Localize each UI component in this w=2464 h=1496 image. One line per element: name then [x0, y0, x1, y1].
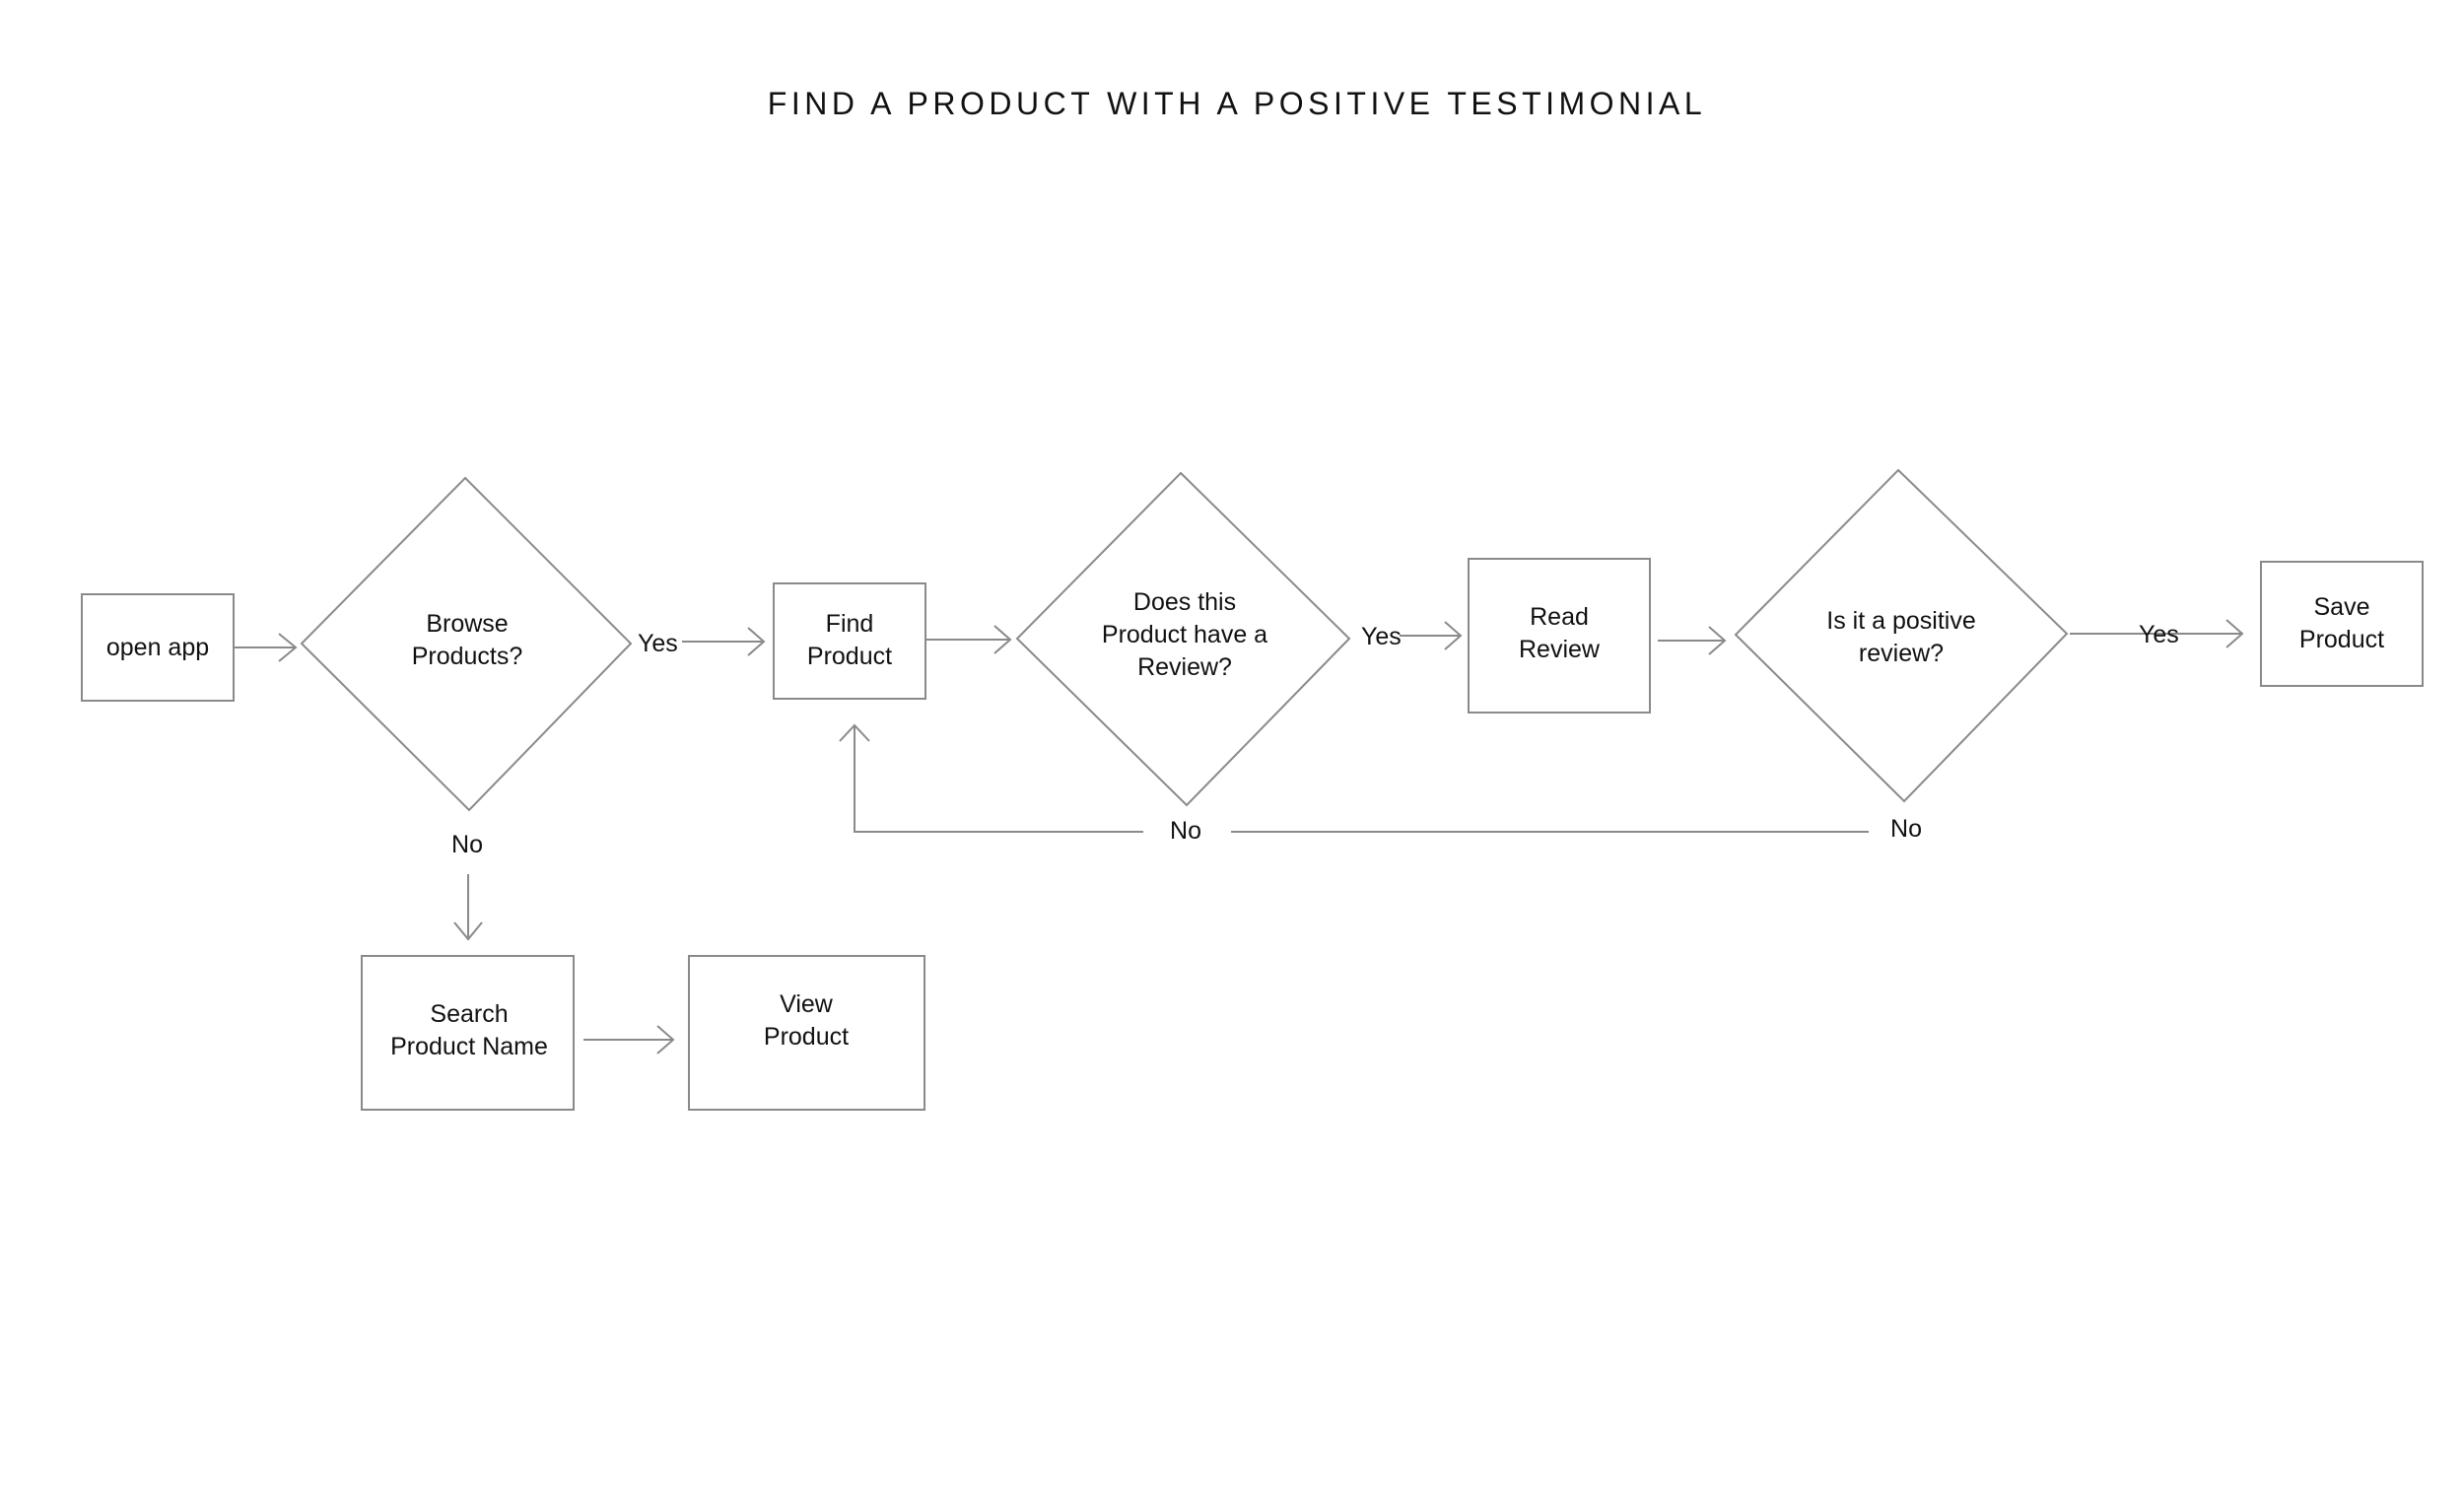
node-label: Read — [1530, 603, 1589, 631]
connector-positive-yes — [2070, 619, 2244, 648]
node-label: Review? — [1137, 653, 1232, 681]
diagram-title: FIND A PRODUCT WITH A POSITIVE TESTIMONI… — [768, 86, 1706, 121]
node-open-app: open app — [81, 593, 235, 702]
node-label: Is it a positive — [1826, 607, 1975, 635]
node-label: Product Name — [390, 1033, 548, 1060]
node-label: View — [780, 990, 834, 1018]
node-positive-review: Is it a positive review? — [1734, 468, 2069, 803]
node-label: Save — [2314, 593, 2370, 621]
process-box — [2260, 561, 2424, 687]
decision-diamond — [1734, 468, 2069, 803]
node-label: review? — [1859, 640, 1944, 667]
node-find-product: Find Product — [773, 582, 926, 700]
connector-read-to-positive — [1658, 626, 1727, 655]
edge-label-browse-no: No — [451, 831, 483, 858]
edge-label-positive-no: No — [1890, 815, 1922, 843]
edge-label-browse-yes: Yes — [638, 630, 678, 657]
connector-review-yes — [1400, 621, 1463, 650]
process-box — [688, 955, 925, 1111]
node-label: Search — [430, 1000, 508, 1028]
decision-diamond — [1015, 471, 1351, 807]
node-label: Does this — [1133, 588, 1236, 616]
node-read-review: Read Review — [1468, 558, 1651, 714]
node-label: Browse — [426, 610, 508, 638]
connector-open-to-browse — [234, 633, 298, 662]
connector-browse-no — [453, 874, 483, 941]
node-label: Review — [1519, 636, 1601, 663]
process-box — [1468, 558, 1651, 714]
process-box — [361, 955, 575, 1111]
node-browse-products: Browse Products? — [300, 476, 633, 812]
edge-label-review-yes: Yes — [1361, 623, 1402, 650]
connector-no-loop — [839, 723, 1869, 833]
node-save-product: Save Product — [2260, 561, 2424, 687]
node-label: Product — [764, 1023, 849, 1051]
edge-label-positive-yes: Yes — [2139, 621, 2179, 648]
process-box — [773, 582, 926, 700]
node-view-product: View Product — [688, 955, 925, 1111]
process-box — [81, 593, 235, 702]
node-has-review: Does this Product have a Review? — [1015, 471, 1351, 807]
node-label: Product have a — [1102, 621, 1267, 648]
node-label: open app — [106, 634, 209, 661]
connector-search-to-view — [583, 1025, 675, 1054]
node-search-product-name: Search Product Name — [361, 955, 575, 1111]
edge-label-review-no: No — [1170, 817, 1201, 845]
node-label: Product — [807, 643, 892, 670]
node-label: Product — [2299, 626, 2384, 653]
connector-browse-yes — [682, 627, 766, 656]
decision-diamond — [300, 476, 633, 812]
node-label: Find — [826, 610, 874, 638]
connector-find-to-review — [925, 625, 1012, 654]
node-label: Products? — [412, 643, 523, 670]
